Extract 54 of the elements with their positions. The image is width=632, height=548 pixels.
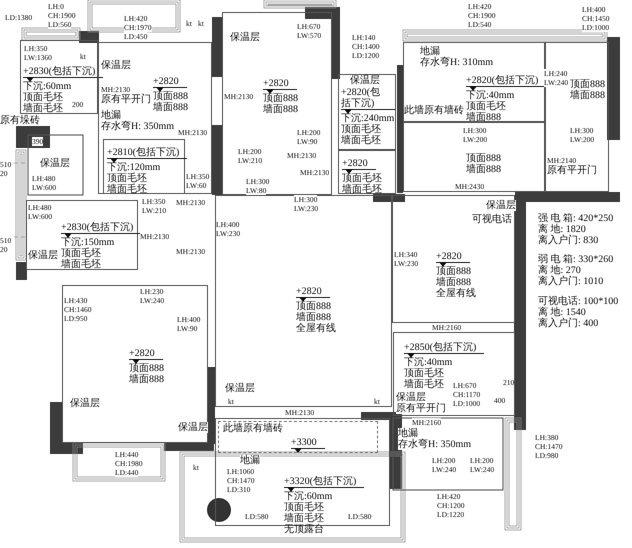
plan-annotation: 地漏 — [398, 428, 418, 439]
plan-annotation: 保温层 — [28, 250, 58, 261]
finish-note: 下沉:60mm顶面毛坯墙面毛坯无顶露台 — [284, 491, 332, 535]
finish-note: 顶面888墙面888全屋有线 — [436, 266, 476, 299]
room-area — [338, 150, 396, 194]
plan-annotation: 地漏 — [101, 110, 121, 121]
plan-annotation: 离入户门: 830 — [538, 235, 598, 246]
finish-note: 下沉:60mm顶面毛坯墙面毛坯 — [23, 81, 72, 114]
finish-note: 下沉:40mm顶面毛坯墙面888 — [466, 90, 514, 123]
plan-annotation: 保温层 — [70, 398, 100, 409]
room-area — [103, 139, 185, 194]
plan-annotation: 保温层 — [486, 200, 516, 211]
room-area — [403, 122, 545, 192]
room-area — [215, 195, 392, 407]
plan-annotation: 离 地: 1540 — [538, 307, 586, 318]
plan-annotation: 保温层 — [40, 158, 70, 169]
finish-note: 顶面888墙面888 — [466, 153, 501, 175]
finish-note: 顶面888墙面888全屋有线 — [296, 301, 336, 334]
plan-annotation: 保温层 — [396, 392, 426, 403]
plan-annotation: 存水弯H: 350mm — [101, 121, 174, 132]
finish-note: 下沉:150mm顶面毛坯墙面毛坯 — [61, 237, 114, 270]
plan-annotation: 原有垛砖 — [0, 115, 40, 126]
plan-annotation: 地漏 — [240, 455, 260, 466]
finish-note: 下沉:120mm顶面毛坯墙面毛坯 — [107, 162, 160, 195]
plan-annotation: 离入户门: 1010 — [538, 276, 604, 287]
finish-note: 下沉:240mm顶面毛坯墙面毛坯 — [341, 113, 394, 146]
plan-annotation: 存水弯H: 350mm — [398, 439, 472, 450]
plan-annotation: 此墙原有墙砖 — [404, 105, 464, 116]
plan-annotation: 弱 电 箱: 330*260 — [538, 254, 614, 265]
plan-annotation: 此墙原有墙砖 — [223, 423, 283, 434]
plan-annotation: 地漏 — [420, 46, 440, 57]
plan-annotation: 原有平开门 — [547, 165, 597, 176]
plan-annotation: 可视电话: 100*100 — [538, 296, 618, 307]
finish-note: 顶面888墙面888 — [263, 93, 298, 115]
room-area — [62, 285, 208, 443]
plan-annotation: 可视电话 — [472, 214, 512, 225]
plan-annotation: 原有平开门 — [101, 94, 151, 105]
plan-annotation: 保温层 — [101, 60, 131, 71]
plan-annotation: 保温层 — [225, 383, 255, 394]
finish-note: 顶面888墙面888 — [129, 363, 164, 385]
plan-annotation: 原有平开门 — [396, 403, 446, 414]
plan-annotation: 保温层 — [178, 422, 208, 433]
plan-annotation: 离入户门: 400 — [538, 318, 598, 329]
plan-annotation: 保温层 — [230, 32, 260, 43]
finish-note: 顶面888墙面888 — [153, 91, 188, 113]
plan-annotation: 离 地: 270 — [538, 265, 581, 276]
finish-note: 顶面888墙面888 — [570, 79, 605, 101]
plan-annotation: 存水弯H: 310mm — [420, 57, 494, 68]
plan-annotation: 保温层 — [350, 75, 380, 86]
plan-annotation: 强 电 箱: 420*250 — [538, 213, 614, 224]
room-area — [545, 42, 609, 192]
finish-note: 下沉:40mm顶面毛坯墙面毛坯 — [404, 357, 452, 390]
plan-annotation: 离 地: 1820 — [538, 224, 586, 235]
finish-note: 顶面毛坯墙面毛坯 — [342, 173, 382, 195]
